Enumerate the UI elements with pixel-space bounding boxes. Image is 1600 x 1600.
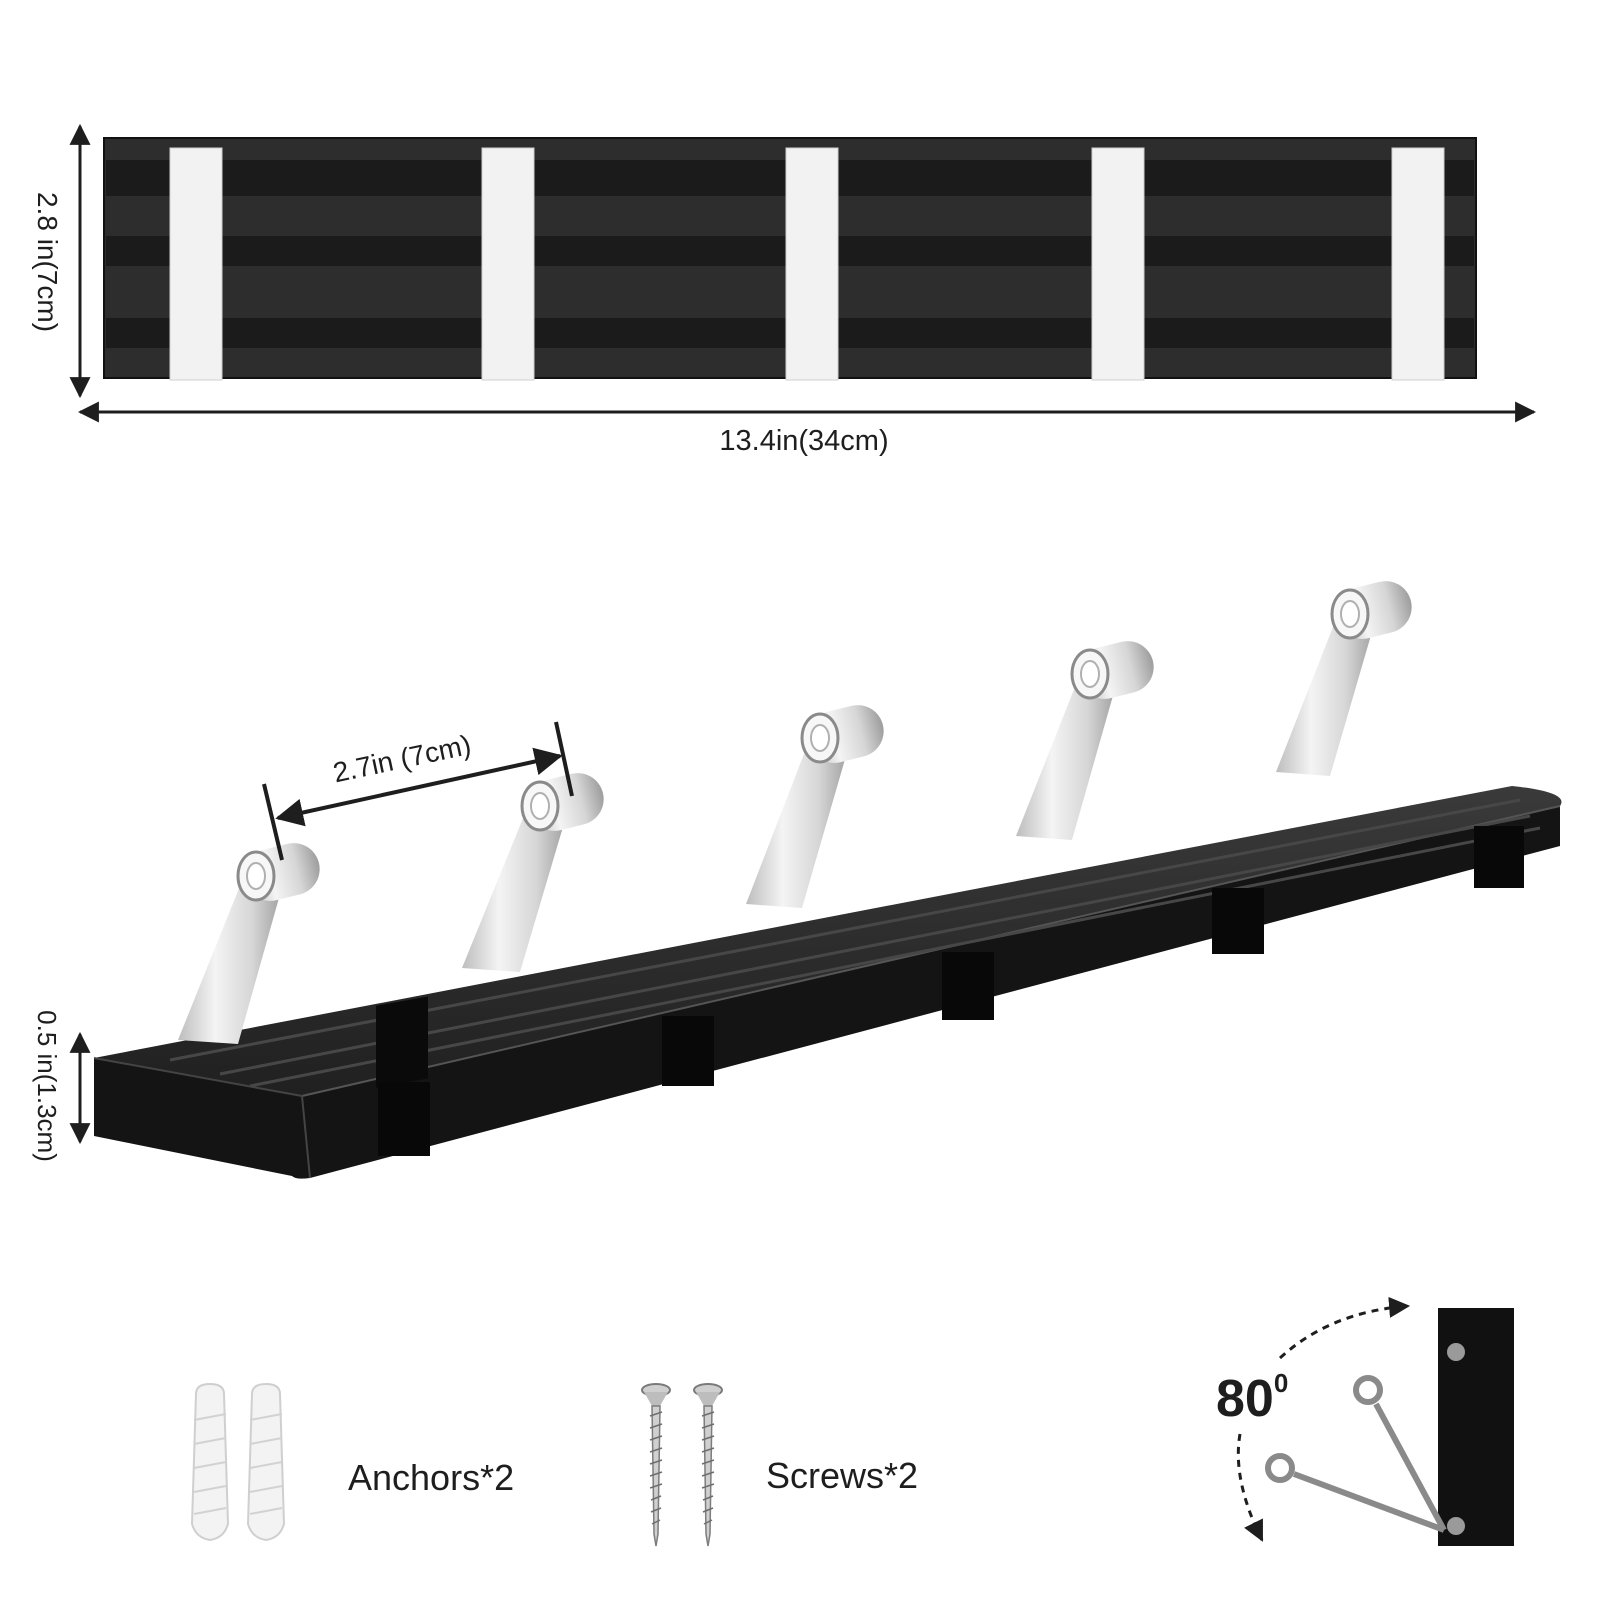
rotation-angle-label: 800 [1216, 1368, 1288, 1428]
hook-3 [746, 705, 884, 908]
perspective-hooks [178, 581, 1412, 1044]
rail-top-surface [94, 786, 1562, 1096]
perspective-view: 2.7in (7cm) 0.5 in(1.3cm) [32, 581, 1562, 1179]
rotation-arrow-icon-bottom [1236, 1433, 1264, 1542]
top-hook-1 [169, 147, 223, 381]
slot-1 [378, 1082, 430, 1156]
height-dimension-label: 2.8 in(7cm) [32, 192, 63, 332]
wall-plate [1438, 1308, 1514, 1546]
hook-folded-position [1353, 1375, 1447, 1532]
spacing-dimension-arrow [275, 747, 563, 827]
slot-3 [942, 952, 994, 1020]
hook-1 [178, 843, 320, 1044]
screw-1 [641, 1383, 671, 1547]
screw-2 [693, 1383, 723, 1547]
hook-2 [462, 773, 604, 972]
rotation-diagram: 800 [1216, 1296, 1514, 1546]
slot-5 [1474, 826, 1524, 888]
hook-4 [1016, 641, 1154, 840]
anchor-2 [246, 1382, 286, 1542]
hook-5 [1276, 581, 1412, 776]
spacing-tick-left [262, 783, 284, 861]
screw-icon [641, 1383, 723, 1547]
top-hook-2 [481, 147, 535, 381]
width-dimension-label: 13.4in(34cm) [719, 425, 888, 457]
anchor-1 [190, 1382, 230, 1542]
rail-front-face [94, 806, 1560, 1179]
top-rail-hooks [169, 147, 1445, 381]
thickness-dimension-label: 0.5 in(1.3cm) [32, 1010, 62, 1162]
slot-4 [1212, 888, 1264, 954]
hook-open-position [1265, 1453, 1446, 1533]
top-view: 2.8 in(7cm) 13.4in(34cm) [32, 123, 1537, 457]
top-hook-5 [1391, 147, 1445, 381]
top-hook-4 [1091, 147, 1145, 381]
spacing-tick-right [554, 721, 574, 797]
screws-label: Screws*2 [766, 1455, 918, 1496]
anchor-icon [190, 1382, 286, 1542]
slot-2 [662, 1016, 714, 1086]
rotation-arrow-icon-top [1278, 1296, 1411, 1360]
rail-slots [376, 996, 428, 1088]
top-hook-3 [785, 147, 839, 381]
anchors-label: Anchors*2 [348, 1457, 514, 1498]
accessories: Anchors*2 Screws*2 [190, 1382, 918, 1547]
